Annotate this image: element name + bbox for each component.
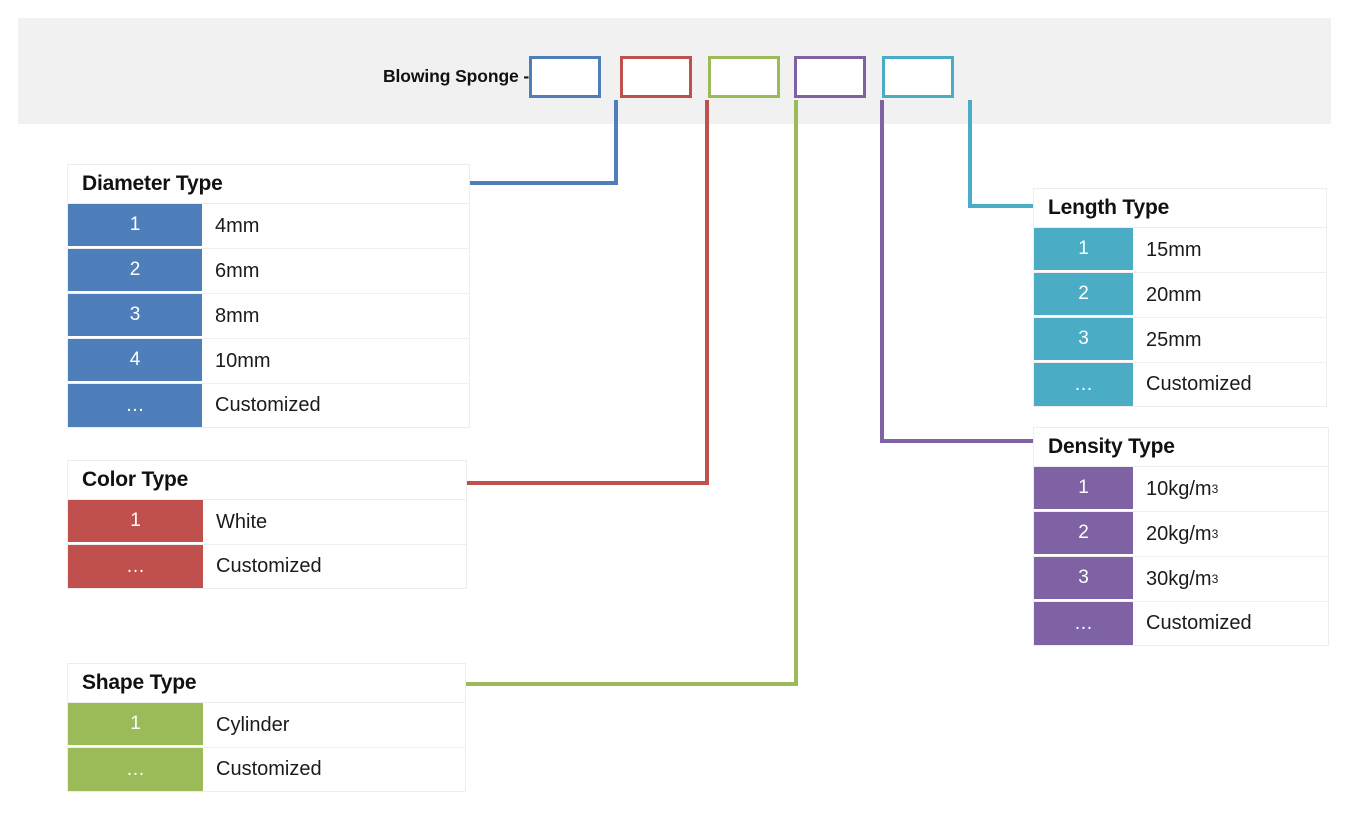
row-description: Customized: [1146, 612, 1252, 635]
table-row: 3 25mm: [1034, 318, 1326, 364]
table-row: … Customized: [1034, 363, 1326, 407]
row-description: Customized: [215, 394, 321, 417]
table-row: 2 6mm: [68, 249, 469, 295]
diameter-code-box[interactable]: [529, 56, 602, 98]
row-code: 1: [68, 500, 203, 545]
row-code: 3: [1034, 557, 1133, 602]
row-code: 1: [1034, 467, 1133, 512]
table-row: 1 White: [68, 500, 466, 546]
row-code: 2: [68, 249, 202, 294]
row-description: Customized: [1146, 373, 1252, 396]
table-title: Length Type: [1034, 189, 1326, 229]
table-row: 3 8mm: [68, 294, 469, 340]
table-row: 1 15mm: [1034, 228, 1326, 274]
connector-density: [880, 100, 1033, 443]
connector-color: [467, 100, 709, 485]
length-type-table: Length Type 1 15mm 2 20mm 3 25mm … Customized: [1033, 188, 1327, 408]
table-body: 1 15mm 2 20mm 3 25mm … Customized: [1034, 228, 1326, 407]
row-code: 2: [1034, 512, 1133, 557]
row-code: 1: [1034, 228, 1133, 273]
row-description: 8mm: [215, 304, 260, 327]
table-title: Color Type: [68, 461, 466, 501]
color-type-table: Color Type 1 White … Customized: [67, 460, 467, 590]
table-row: … Customized: [68, 545, 466, 589]
diameter-type-table: Diameter Type 1 4mm 2 6mm 3 8mm 4 10mm … Customiz…: [67, 164, 470, 429]
table-row: … Customized: [68, 748, 465, 792]
row-description: Customized: [216, 758, 322, 781]
row-code: 4: [68, 339, 202, 384]
table-row: 2 20mm: [1034, 273, 1326, 319]
table-body: 1 White … Customized: [68, 500, 466, 589]
table-title: Shape Type: [68, 664, 465, 704]
density-code-box[interactable]: [794, 56, 867, 98]
table-row: … Customized: [68, 384, 469, 428]
table-body: 1 4mm 2 6mm 3 8mm 4 10mm … Customized: [68, 204, 469, 428]
table-row: … Customized: [1034, 602, 1328, 646]
table-row: 1 4mm: [68, 204, 469, 250]
length-code-box[interactable]: [882, 56, 955, 98]
row-description: Customized: [216, 555, 322, 578]
row-description: 15mm: [1146, 238, 1202, 261]
row-code: …: [68, 384, 202, 428]
part-number-header: Blowing Sponge -: [383, 55, 955, 99]
row-code: 1: [68, 204, 202, 249]
shape-code-box[interactable]: [708, 56, 781, 98]
table-title: Density Type: [1034, 428, 1328, 468]
row-description: 10mm: [215, 349, 271, 372]
row-code: 3: [68, 294, 202, 339]
color-code-box[interactable]: [620, 56, 693, 98]
row-description: White: [216, 510, 268, 533]
table-body: 1 Cylinder … Customized: [68, 703, 465, 792]
row-code: …: [68, 545, 203, 589]
row-description: 20mm: [1146, 283, 1202, 306]
shape-type-table: Shape Type 1 Cylinder … Customized: [67, 663, 466, 793]
page-title: Blowing Sponge -: [383, 65, 530, 86]
row-code: …: [68, 748, 203, 792]
row-code: …: [1034, 602, 1133, 646]
row-description: 25mm: [1146, 328, 1202, 351]
connector-shape: [466, 100, 798, 686]
row-description: Cylinder: [216, 713, 290, 736]
table-row: 4 10mm: [68, 339, 469, 385]
row-description: 4mm: [215, 214, 260, 237]
row-code: 2: [1034, 273, 1133, 318]
table-title: Diameter Type: [68, 165, 469, 205]
row-code: 1: [68, 703, 203, 748]
table-row: 1 Cylinder: [68, 703, 465, 749]
row-description: 6mm: [215, 259, 260, 282]
row-code: …: [1034, 363, 1133, 407]
row-code: 3: [1034, 318, 1133, 363]
